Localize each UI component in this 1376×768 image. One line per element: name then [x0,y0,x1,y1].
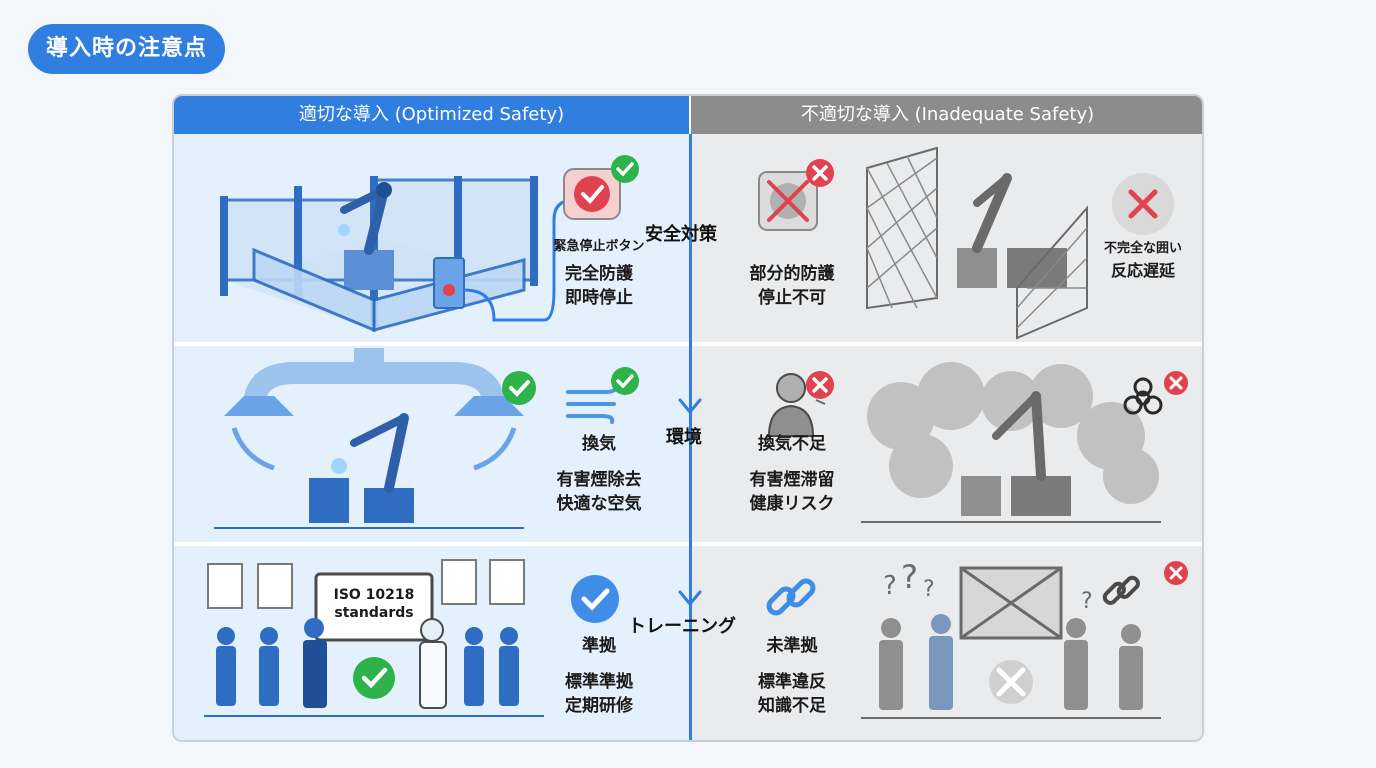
bad-safety-line1: 部分的防護 [749,264,835,284]
good-training-line1: 標準準拠 [565,672,633,692]
check-badge-icon [502,371,536,405]
comparison-panel: 適切な導入 (Optimized Safety) [172,94,1204,742]
bad-environment-line1: 有害煙滞留 [749,470,835,490]
check-badge-icon [353,657,395,699]
bad-safety-note2: 反応遅延 [1110,261,1175,280]
row-divider [691,542,1202,546]
section-label-safety: 安全対策 [645,224,717,245]
check-badge-icon [611,155,639,183]
smoke-filled-robot-illustration [861,362,1161,523]
down-arrow-icon [678,398,702,415]
bad-training-row: 未準拠 標準違反 知識不足 ? ? ? ? [691,546,1202,740]
bad-environment-line2: 健康リスク [749,494,835,514]
good-column: 適切な導入 (Optimized Safety) [174,96,689,740]
svg-text:?: ? [883,571,897,601]
bad-safety-line2: 停止不可 [758,288,826,308]
bad-column-header: 不適切な導入 (Inadequate Safety) [691,96,1202,134]
good-column-header: 適切な導入 (Optimized Safety) [174,96,689,134]
iso-board-line2: standards [334,605,414,621]
svg-text:?: ? [923,577,935,602]
row-divider [174,542,689,546]
good-environment-heading: 換気 [582,434,616,454]
page-title: 導入時の注意点 [28,24,226,74]
good-environment-line1: 有害煙除去 [556,470,642,490]
svg-text:?: ? [901,558,918,596]
bad-training-line2: 知識不足 [758,696,826,716]
broken-link-icon [766,578,816,616]
row-divider [174,342,689,346]
cross-badge-icon [806,371,834,399]
center-divider [689,134,692,740]
check-badge-icon [611,367,639,395]
good-safety-row: 緊急停止ボタン 完全防護 即時停止 [174,134,689,342]
bad-environment-row: 換気不足 有害煙滞留 健康リスク [691,346,1202,542]
good-training-row: ISO 10218 standards 準拠 標準準拠 定期研修 [174,546,689,740]
bad-safety-row: 部分的防護 停止不可 不完全な囲い 反応遅延 [691,134,1202,342]
section-label-training: トレーニング [628,616,736,637]
cross-badge-icon [1164,371,1188,395]
bad-training-heading: 未準拠 [766,636,818,656]
broken-link-icon [1102,575,1140,605]
fenced-robot-cell-illustration [220,176,575,333]
broken-fence-robot-illustration [866,146,1088,340]
good-safety-line1: 完全防護 [565,264,633,284]
svg-text:?: ? [1081,589,1093,614]
bad-training-line1: 標準違反 [758,672,826,692]
cross-badge-icon [1164,561,1188,585]
disabled-button-icon [758,171,818,231]
good-environment-row: 換気 有害煙除去 快適な空気 [174,346,689,542]
biohazard-icon [1123,377,1163,415]
good-training-heading: 準拠 [582,636,616,656]
emergency-button-label: 緊急停止ボタン [553,239,645,254]
row-divider [691,342,1202,346]
coughing-worker-icon [767,373,827,437]
cross-circle-icon [1112,173,1174,235]
check-circle-icon [571,575,619,623]
good-training-line2: 定期研修 [565,696,633,716]
good-safety-line2: 即時停止 [565,288,633,308]
bad-column: 不適切な導入 (Inadequate Safety) 部分的防護 停止不可 [691,96,1202,740]
ventilation-hood-illustration [214,348,524,529]
down-arrow-icon [678,590,702,607]
emergency-stop-button-icon [563,168,621,220]
bad-environment-heading: 換気不足 [758,434,826,454]
bad-safety-note1: 不完全な囲い [1103,241,1182,256]
good-environment-line2: 快適な空気 [556,494,642,514]
training-workers-illustration [204,559,544,717]
section-label-environment: 環境 [666,427,702,448]
cross-badge-icon [806,159,834,187]
confused-workers-illustration: ? ? ? ? [861,558,1161,719]
iso-board-line1: ISO 10218 [333,587,415,603]
